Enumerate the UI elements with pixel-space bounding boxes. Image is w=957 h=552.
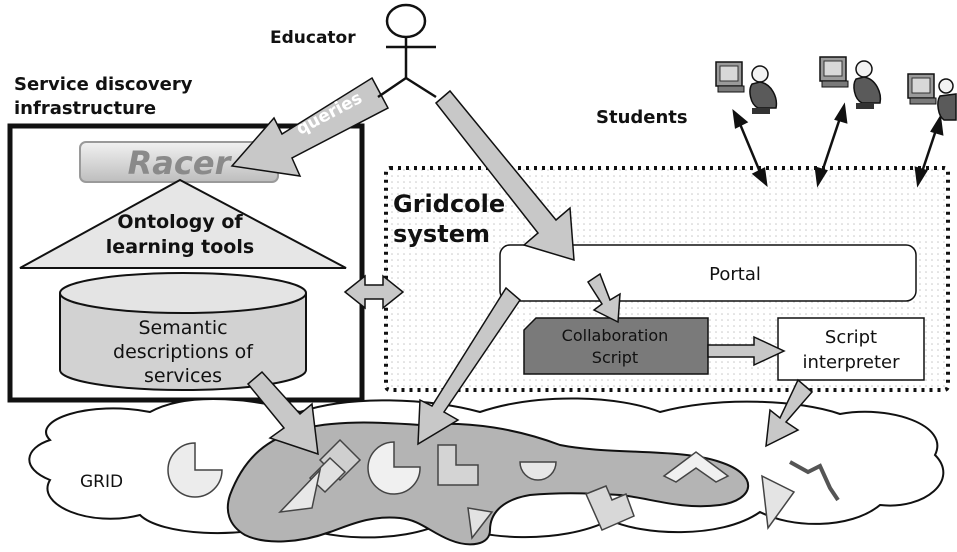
student-links bbox=[732, 102, 944, 188]
ontology-label-line2: learning tools bbox=[106, 236, 254, 258]
ontology-label-line1: Ontology of bbox=[117, 211, 243, 233]
l-shape-bottom bbox=[584, 485, 635, 531]
zigzag-shape-right bbox=[789, 460, 840, 502]
student-computer-icon-1 bbox=[715, 61, 778, 114]
collab-to-interpreter-arrow bbox=[707, 335, 786, 367]
chevron-shape-tilted bbox=[308, 456, 347, 494]
semantic-label-line2: descriptions of bbox=[113, 341, 254, 363]
script-interpreter-box bbox=[777, 317, 925, 381]
portal-to-collab-arrow bbox=[586, 272, 621, 324]
collaboration-label-line2: Script bbox=[592, 348, 638, 367]
tool-shapes bbox=[167, 438, 840, 540]
half-circle-shape bbox=[519, 461, 557, 481]
collaboration-label-line1: Collaboration bbox=[562, 326, 669, 345]
educator-label: Educator bbox=[270, 28, 356, 48]
interpreter-label-line2: interpreter bbox=[803, 352, 901, 373]
pie-shape-center bbox=[367, 441, 421, 495]
racer-logo: Racer bbox=[79, 141, 279, 183]
ontology-triangle bbox=[19, 178, 347, 269]
service-discovery-title-line1: Service discovery bbox=[14, 74, 193, 95]
gridcole-label-line1: Gridcole bbox=[393, 190, 505, 218]
student-computer-icon-2 bbox=[819, 56, 882, 109]
interpreter-label-line1: Script bbox=[825, 327, 877, 348]
interpreter-to-grid-arrow bbox=[765, 378, 814, 448]
triangle-shape-right bbox=[761, 474, 796, 531]
educator-actor-icon bbox=[377, 3, 437, 99]
semantic-label-line1: Semantic bbox=[138, 317, 227, 339]
student-computer-icon-3 bbox=[907, 73, 957, 121]
bidirectional-arrow bbox=[343, 274, 405, 310]
l-shape-center bbox=[437, 444, 479, 486]
semantic-descriptions-cylinder bbox=[59, 272, 307, 391]
triangle-shape-left bbox=[278, 467, 322, 514]
portal-to-grid-arrow bbox=[417, 286, 521, 446]
pie-shape-left bbox=[167, 442, 223, 498]
triangle-shape-bottom bbox=[467, 507, 494, 540]
collaboration-script-box bbox=[523, 317, 709, 375]
service-discovery-title-line2: infrastructure bbox=[14, 98, 156, 119]
arrows bbox=[230, 76, 814, 456]
educator-to-portal-arrow bbox=[434, 89, 575, 262]
semantic-label-line3: services bbox=[144, 365, 222, 387]
students-label: Students bbox=[596, 107, 688, 128]
gridcole-label-line2: system bbox=[393, 220, 490, 248]
house-shape bbox=[662, 451, 730, 483]
queries-arrow bbox=[230, 76, 390, 177]
portal-label: Portal bbox=[709, 264, 761, 285]
grid-label: GRID bbox=[80, 472, 123, 492]
racer-logo-text: Racer bbox=[128, 144, 233, 182]
semantic-to-grid-arrow bbox=[246, 370, 319, 456]
